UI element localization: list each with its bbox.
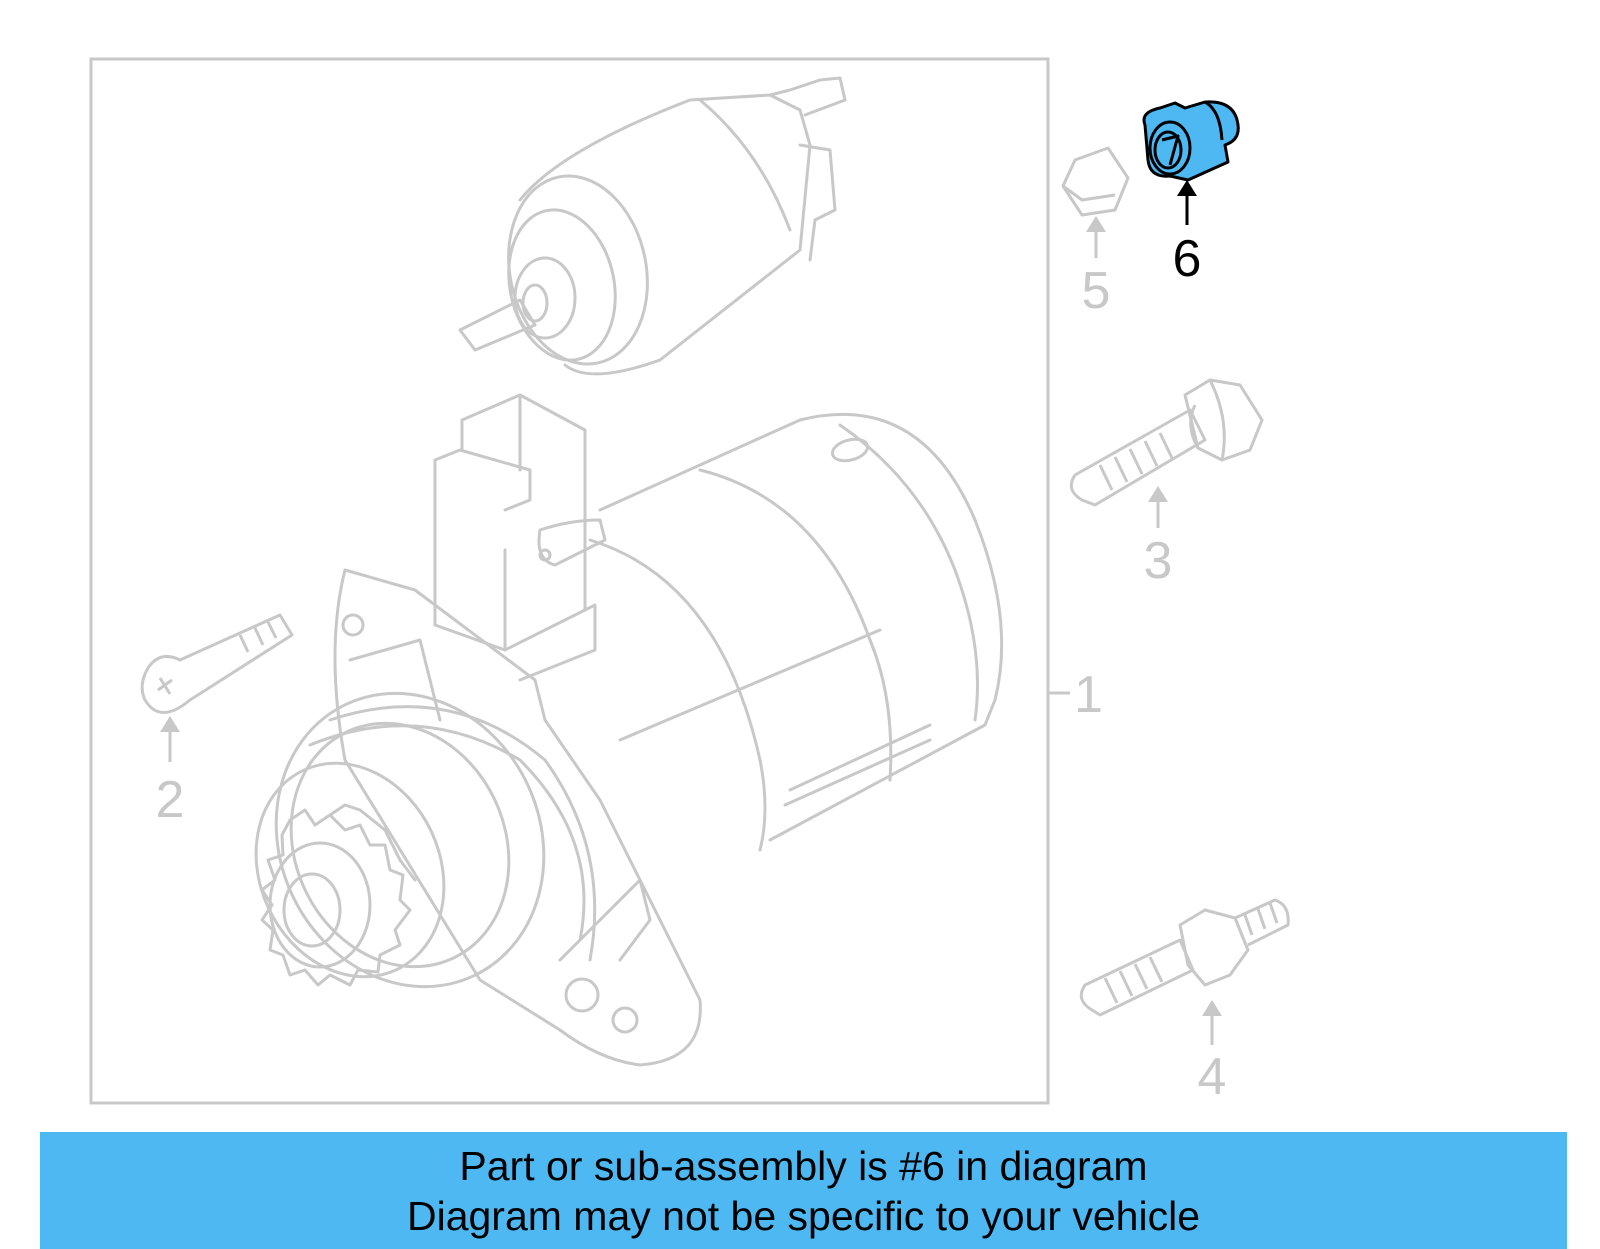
pinion-gear-drawing	[260, 803, 417, 987]
assembly-frame	[89, 57, 1050, 1105]
callout-1-label: 1	[1074, 666, 1103, 724]
terminal-block-drawing	[433, 393, 607, 682]
callout-6-arrow	[1177, 180, 1197, 225]
callout-4-label: 4	[1198, 1048, 1227, 1106]
caption-line-1: Part or sub-assembly is #6 in diagram	[459, 1142, 1148, 1189]
callout-3-arrow	[1148, 486, 1168, 528]
callout-3-label: 3	[1144, 532, 1173, 590]
caption-banner: Part or sub-assembly is #6 in diagram Di…	[40, 1132, 1567, 1249]
callout-5-label: 5	[1082, 262, 1111, 320]
part-4-stud-drawing	[1079, 898, 1290, 1017]
part-5-nut-drawing	[1061, 146, 1130, 217]
starter-motor-drawing	[254, 76, 1004, 1067]
motor-body-drawing	[588, 412, 1004, 852]
part-3-bolt-drawing	[1069, 378, 1264, 507]
caption-line-2: Diagram may not be specific to your vehi…	[406, 1192, 1200, 1239]
part-2-screw-drawing	[140, 613, 294, 714]
part-6-cap-drawing	[1142, 100, 1240, 182]
mounting-flange-drawing	[333, 568, 702, 1067]
callout-6-label: 6	[1173, 230, 1202, 288]
callout-2-label: 2	[156, 771, 185, 829]
callout-4-arrow	[1202, 1000, 1222, 1045]
drive-end-drawing	[254, 691, 597, 989]
callout-2-arrow	[160, 716, 180, 762]
callout-5-arrow	[1086, 216, 1106, 258]
solenoid-drawing	[458, 76, 847, 376]
parts-diagram: 2 1 5 6 3	[89, 57, 1290, 1106]
